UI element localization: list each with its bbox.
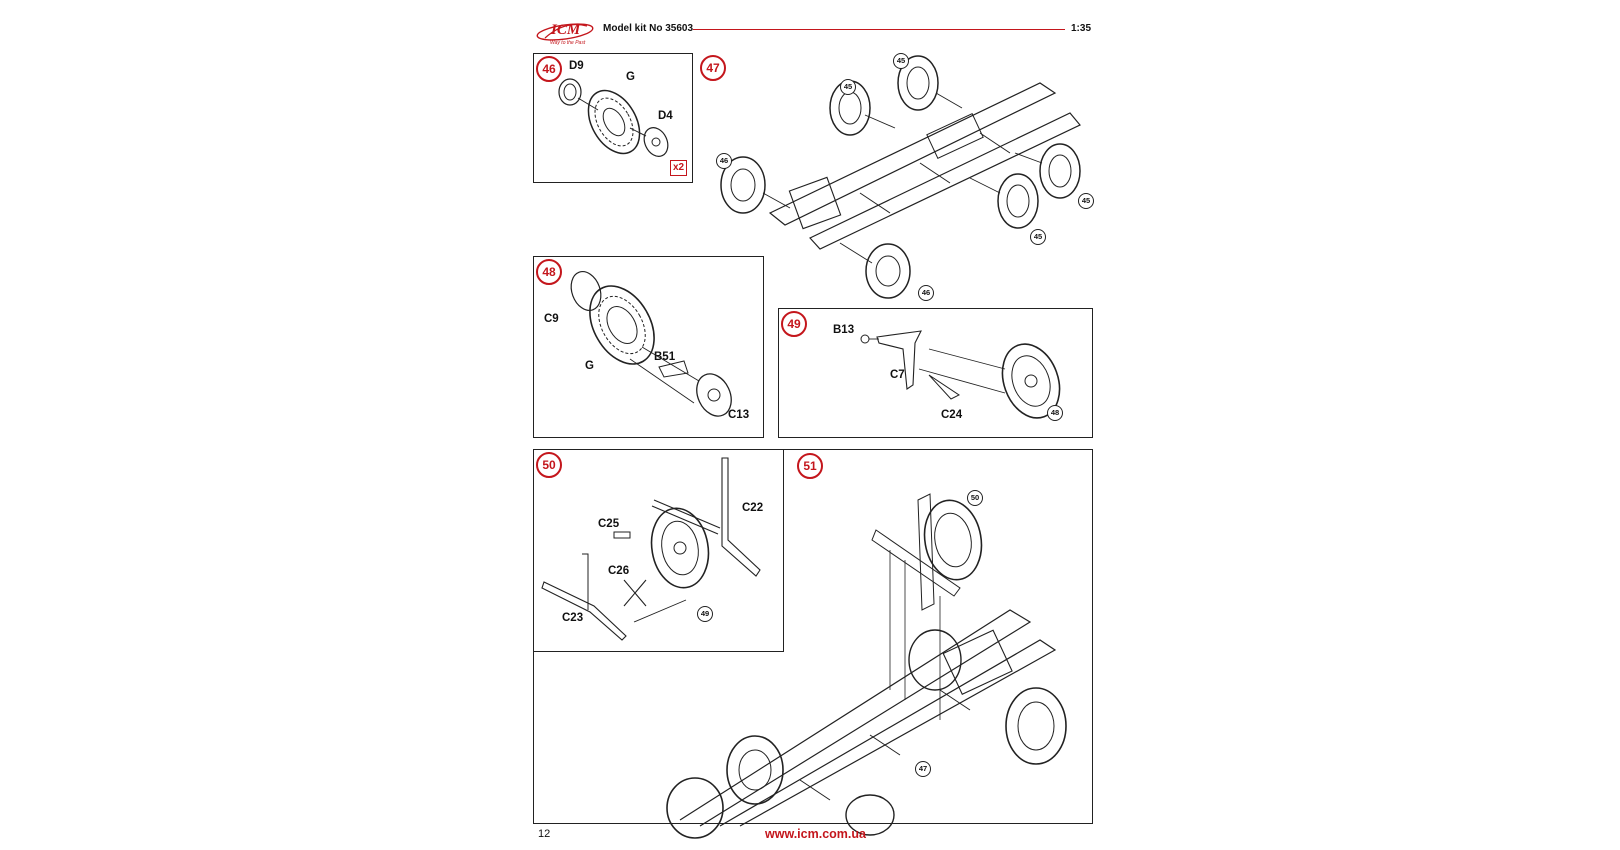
part-label-c13: C13 xyxy=(728,409,750,421)
step-number-47: 47 xyxy=(700,55,726,81)
part-label-c23: C23 xyxy=(562,612,584,624)
chassis-wheels-drawing xyxy=(720,55,1081,299)
ref-46-a: 46 xyxy=(716,153,732,169)
ref-45-a: 45 xyxy=(893,53,909,69)
scale-label: 1:35 xyxy=(1071,23,1092,34)
part-label-c24: C24 xyxy=(941,409,963,421)
part-label-c26: C26 xyxy=(608,565,630,577)
step-number-48: 48 xyxy=(536,259,562,285)
part-label-c7: C7 xyxy=(890,369,905,381)
step-49-panel: 49 B13 C7 C24 48 xyxy=(778,308,1093,438)
wheel-carrier-drawing xyxy=(860,330,1061,419)
ref-45-b: 45 xyxy=(840,79,856,95)
part-label-d9: D9 xyxy=(569,60,584,72)
header: ICM Way to the Past Model kit No 35603 1… xyxy=(0,0,1620,46)
icm-logo: ICM Way to the Past xyxy=(535,16,595,48)
dual-wheel-drawing xyxy=(570,271,732,417)
ref-46-b: 46 xyxy=(918,285,934,301)
step-47-area: 47 45 45 45 45 46 46 xyxy=(700,53,1100,303)
part-label-g: G xyxy=(626,71,635,83)
step-51-frame xyxy=(533,652,787,824)
step-number-46: 46 xyxy=(536,56,562,82)
step-46-panel: 46 D9 G D4 x2 xyxy=(533,53,693,183)
part-label-d4: D4 xyxy=(658,110,673,122)
ref-50: 50 xyxy=(967,490,983,506)
part-label-b13: B13 xyxy=(833,324,855,336)
page-number: 12 xyxy=(538,828,551,840)
wheel-assembly-drawing xyxy=(558,78,669,157)
logo-tagline: Way to the Past xyxy=(550,40,586,46)
step-number-51: 51 xyxy=(797,453,823,479)
part-label-c22: C22 xyxy=(742,502,764,514)
ref-47: 47 xyxy=(915,761,931,777)
step-number-49: 49 xyxy=(781,311,807,337)
header-rule xyxy=(693,29,1065,30)
step-51-area: 51 50 47 xyxy=(787,449,1093,824)
ref-48: 48 xyxy=(1047,405,1063,421)
website-link[interactable]: www.icm.com.ua xyxy=(765,827,866,841)
page-title: Model kit No 35603 xyxy=(603,23,694,34)
spare-wheel-bracket-drawing xyxy=(541,457,761,641)
part-label-c9: C9 xyxy=(544,313,559,325)
part-label-b51: B51 xyxy=(654,351,676,363)
part-label-c25: C25 xyxy=(598,518,620,530)
part-label-g: G xyxy=(585,360,594,372)
ref-45-c: 45 xyxy=(1078,193,1094,209)
step-number-50: 50 xyxy=(536,452,562,478)
ref-45-d: 45 xyxy=(1030,229,1046,245)
step-48-panel: 48 C9 G B51 C13 xyxy=(533,256,764,438)
multiplier-badge: x2 xyxy=(670,160,688,176)
logo-text: ICM xyxy=(551,22,581,38)
